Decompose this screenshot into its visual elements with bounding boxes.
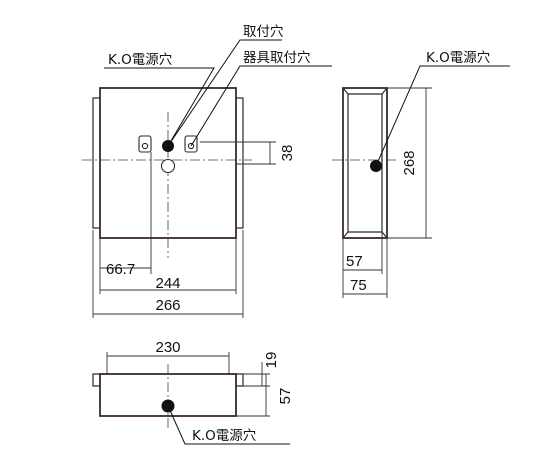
dim-667-text: 66.7 xyxy=(106,261,135,278)
dim-57-side-text: 57 xyxy=(346,253,363,270)
side-bevel-bottom xyxy=(342,231,388,239)
dim-75-text: 75 xyxy=(350,277,367,294)
leader-mount-hole xyxy=(167,39,282,147)
label-fixture-hole: 器具取付穴 xyxy=(243,50,311,66)
label-ko-front: K.O電源穴 xyxy=(108,52,172,68)
label-ko-side: K.O電源穴 xyxy=(426,50,490,66)
bottom-view: K.O電源穴 230 19 57 xyxy=(92,339,294,445)
bottom-right-flange xyxy=(236,373,244,387)
leader-fixture-hole xyxy=(190,65,332,147)
label-mount-hole: 取付穴 xyxy=(243,24,284,40)
dim-38-text: 38 xyxy=(279,145,296,162)
side-view: K.O電源穴 268 57 75 xyxy=(332,50,510,298)
dim-57-bottom-text: 57 xyxy=(277,388,294,405)
leader-ko-bottom xyxy=(167,405,290,445)
side-bevel-top xyxy=(342,87,388,95)
front-left-flange xyxy=(92,97,100,229)
leader-ko-side xyxy=(375,65,510,167)
dim-19-text: 19 xyxy=(263,352,280,369)
front-right-flange xyxy=(236,97,244,229)
dim-244-text: 244 xyxy=(155,275,180,292)
dim-266-text: 266 xyxy=(155,297,180,314)
front-fixture-hole xyxy=(160,158,176,174)
dim-230-text: 230 xyxy=(155,339,180,356)
side-body xyxy=(342,87,388,239)
leader-ko-front xyxy=(104,67,215,147)
mount-slot-left-hole xyxy=(141,142,149,150)
front-view: K.O電源穴 取付穴 器具取付穴 38 66.7 244 266 xyxy=(82,24,332,318)
bottom-left-flange xyxy=(92,373,100,387)
label-ko-bottom: K.O電源穴 xyxy=(192,428,256,444)
dim-268-text: 268 xyxy=(401,150,418,175)
